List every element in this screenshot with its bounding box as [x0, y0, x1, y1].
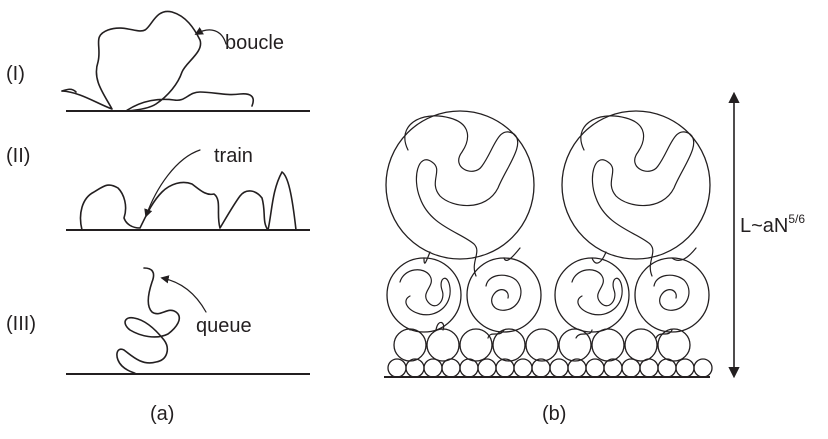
blob-small — [426, 328, 460, 362]
blob-small — [492, 328, 526, 362]
blob-medium-3 — [554, 257, 630, 333]
regime-2-label: (II) — [6, 145, 30, 167]
blob-tiny — [567, 358, 587, 378]
panel-a: (I) boucle (II) train (III) queue (a) — [6, 10, 310, 425]
blob-small — [525, 328, 559, 362]
blob-tiny — [441, 358, 461, 378]
train-label: train — [214, 145, 253, 167]
regime-1-group: (I) boucle — [6, 10, 310, 112]
connecting-strands — [409, 247, 697, 339]
blob-tiny — [405, 358, 425, 378]
loop-arrow — [194, 27, 227, 45]
regime-3-group: (III) queue — [6, 267, 310, 375]
blob-large-2 — [561, 110, 711, 260]
blob-small — [657, 328, 691, 362]
blob-tiny — [621, 358, 641, 378]
blob-medium-4 — [634, 257, 710, 333]
short-tail-chain — [61, 88, 77, 93]
blob-tiny — [495, 358, 515, 378]
blob-large-1 — [385, 110, 535, 260]
blob-tiny — [477, 358, 497, 378]
blob-small — [459, 328, 493, 362]
blob-tiny — [603, 358, 623, 378]
chain-medium-4 — [653, 274, 690, 311]
height-label: L~aN5/6 — [740, 212, 805, 237]
blob-small — [624, 328, 658, 362]
chain-medium-3 — [571, 269, 623, 316]
chain-large-1 — [404, 115, 519, 277]
blob-medium-2 — [466, 257, 542, 333]
blob-small — [558, 328, 592, 362]
blob-tiny — [693, 358, 713, 378]
chain-medium-1 — [399, 269, 451, 316]
blob-tiny — [657, 358, 677, 378]
blob-tiny — [387, 358, 407, 378]
blob-tiny — [549, 358, 569, 378]
chain-medium-2 — [485, 274, 522, 311]
blob-small — [591, 328, 625, 362]
panel-b: L~aN5/6 (b) — [384, 91, 805, 425]
loop-chain — [61, 10, 255, 112]
loop-label: boucle — [225, 32, 284, 54]
chain-large-2 — [580, 115, 695, 277]
blob-tiny — [531, 358, 551, 378]
tail-arrow — [160, 275, 207, 313]
blob-tiny — [513, 358, 533, 378]
blob-small — [393, 328, 427, 362]
panel-a-caption: (a) — [150, 403, 174, 425]
regime-2-group: (II) train — [6, 145, 310, 231]
blob-tiny — [675, 358, 695, 378]
height-label-base: L~aN — [740, 215, 788, 237]
tiny-blob-row — [387, 358, 713, 378]
height-label-exponent: 5/6 — [788, 212, 805, 226]
blob-tiny — [639, 358, 659, 378]
blob-tiny — [459, 358, 479, 378]
tail-label: queue — [196, 315, 252, 337]
train-chain — [79, 171, 297, 231]
blob-tiny — [423, 358, 443, 378]
small-blob-row — [393, 328, 691, 362]
train-arrow — [144, 149, 201, 218]
tail-chain — [116, 267, 181, 375]
panel-b-caption: (b) — [542, 403, 566, 425]
blob-tiny — [585, 358, 605, 378]
regime-3-label: (III) — [6, 313, 36, 335]
regime-1-label: (I) — [6, 63, 25, 85]
